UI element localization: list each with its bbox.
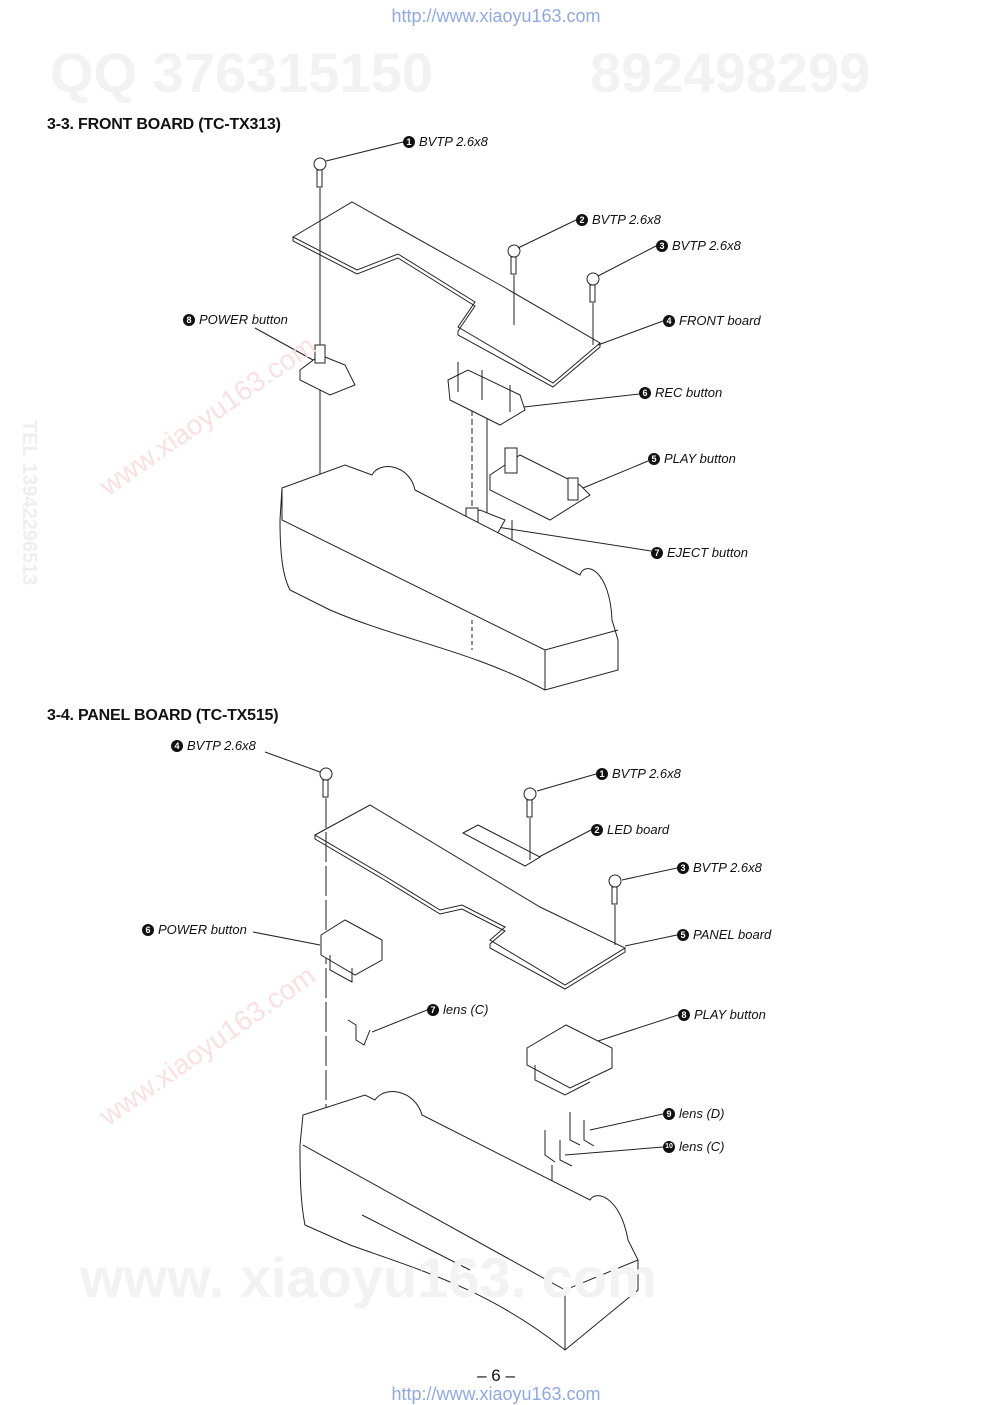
- power-button-part: [320, 919, 383, 976]
- screw-icon: [523, 787, 537, 818]
- watermark: QQ 376315150: [50, 41, 433, 104]
- panel-board: [313, 804, 627, 986]
- lens-c-part: [347, 1019, 371, 1046]
- section-title-panel-board: 3-4. PANEL BOARD (TC-TX515): [47, 707, 279, 724]
- watermark: TEL 13942296513: [18, 420, 40, 586]
- screw-icon: [319, 767, 333, 798]
- panel-chassis: [299, 1091, 639, 1351]
- watermark: 892498299: [590, 41, 871, 104]
- screw-icon: [586, 272, 600, 303]
- lens-d-part: [569, 1112, 595, 1147]
- screw-icon: [313, 157, 327, 188]
- header-url[interactable]: http://www.xiaoyu163.com: [391, 6, 601, 26]
- led-board: [461, 824, 542, 867]
- front-board: [291, 201, 601, 384]
- front-board-diagram: [254, 141, 664, 691]
- page-number: – 6 –: [477, 1366, 515, 1385]
- screw-icon: [608, 874, 622, 905]
- panel-board-diagram: [252, 751, 679, 1351]
- watermark: www. xiaoyu163. com: [80, 1246, 657, 1309]
- lens-c-part: [544, 1130, 573, 1167]
- section-title-front-board: 3-3. FRONT BOARD (TC-TX313): [47, 116, 281, 133]
- screw-icon: [507, 244, 521, 275]
- footer-url[interactable]: http://www.xiaoyu163.com: [391, 1384, 601, 1404]
- play-button-part: [526, 1024, 613, 1089]
- rec-button-part: [447, 369, 526, 426]
